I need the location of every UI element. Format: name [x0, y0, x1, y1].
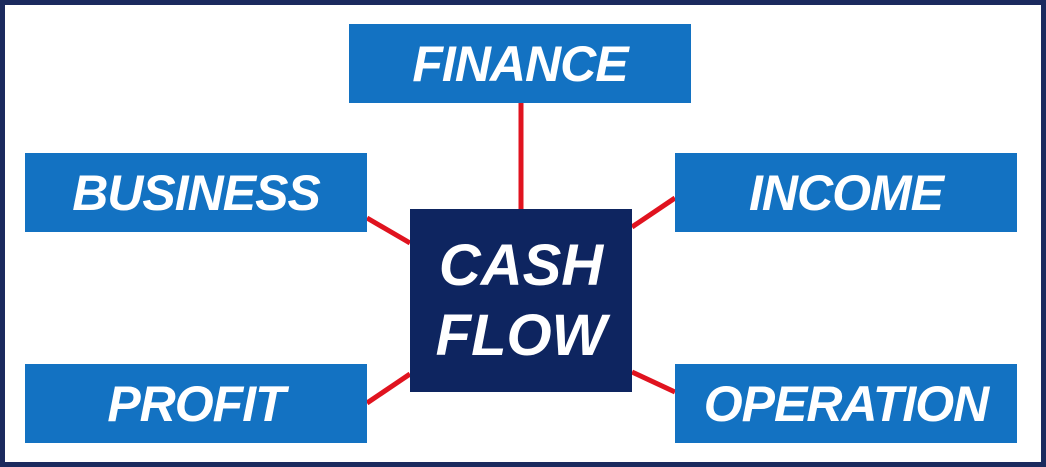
- node-operation: OPERATION: [675, 364, 1017, 443]
- node-profit: PROFIT: [25, 364, 367, 443]
- node-business: BUSINESS: [25, 153, 367, 232]
- center-node-cash-flow: CASH FLOW: [410, 209, 632, 392]
- connector-income: [630, 195, 677, 230]
- node-profit-label: PROFIT: [107, 375, 285, 432]
- center-line-2: FLOW: [435, 302, 607, 368]
- connector-profit: [365, 371, 412, 406]
- node-business-label: BUSINESS: [72, 164, 321, 221]
- connector-business: [365, 215, 412, 246]
- node-income-label: INCOME: [749, 164, 944, 221]
- center-line-1: CASH: [438, 232, 604, 298]
- node-operation-label: OPERATION: [703, 375, 990, 432]
- node-finance-label: FINANCE: [412, 35, 628, 92]
- node-income: INCOME: [675, 153, 1017, 232]
- connector-operation: [630, 369, 677, 395]
- node-finance: FINANCE: [349, 24, 691, 103]
